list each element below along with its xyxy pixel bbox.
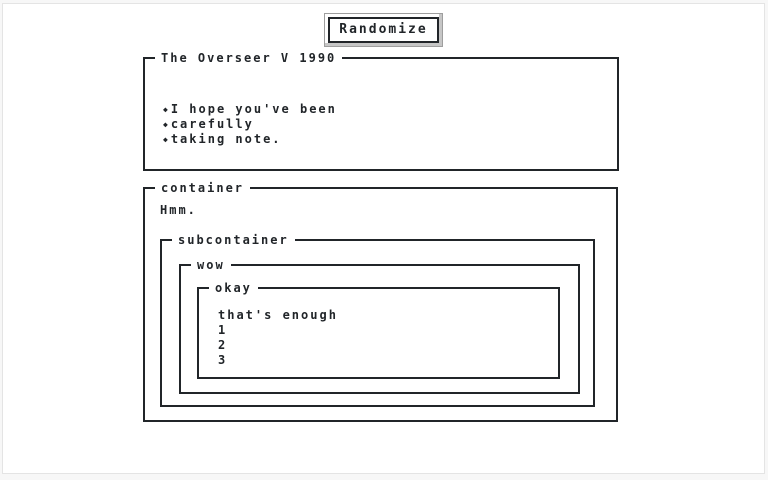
diamond-bullet-icon: ◆ bbox=[163, 135, 168, 144]
subcontainer-box: subcontainer wow okay that's enough 1 2 … bbox=[160, 234, 595, 407]
container-text: Hmm. bbox=[160, 203, 197, 217]
randomize-button[interactable]: Randomize bbox=[324, 13, 443, 47]
subcontainer-box-title: subcontainer bbox=[172, 234, 295, 246]
list-item-text: carefully bbox=[170, 117, 254, 131]
overseer-box-title: The Overseer V 1990 bbox=[155, 52, 343, 64]
overseer-box: The Overseer V 1990 ◆I hope you've been … bbox=[143, 52, 619, 171]
list-item-text: taking note. bbox=[170, 132, 282, 146]
page-panel: Randomize The Overseer V 1990 ◆I hope yo… bbox=[2, 3, 765, 474]
okay-text-line: 3 bbox=[218, 353, 228, 367]
okay-box-title: okay bbox=[209, 282, 258, 294]
list-item: ◆taking note. bbox=[163, 132, 617, 147]
wow-box-title: wow bbox=[191, 259, 231, 271]
list-item: ◆carefully bbox=[163, 117, 617, 132]
okay-box: okay that's enough 1 2 3 bbox=[197, 282, 560, 379]
diamond-bullet-icon: ◆ bbox=[163, 105, 168, 114]
wow-box: wow okay that's enough 1 2 3 bbox=[179, 259, 580, 394]
okay-text-line: 1 bbox=[218, 323, 228, 337]
container-box: container Hmm. subcontainer wow okay tha… bbox=[143, 182, 618, 422]
okay-text-line: 2 bbox=[218, 338, 228, 352]
list-item-text: I hope you've been bbox=[170, 102, 337, 116]
container-box-title: container bbox=[155, 182, 251, 194]
button-row: Randomize bbox=[3, 4, 764, 47]
list-item: ◆I hope you've been bbox=[163, 102, 617, 117]
okay-text-line: that's enough bbox=[218, 308, 338, 322]
diamond-bullet-icon: ◆ bbox=[163, 120, 168, 129]
randomize-button-label: Randomize bbox=[328, 17, 439, 43]
